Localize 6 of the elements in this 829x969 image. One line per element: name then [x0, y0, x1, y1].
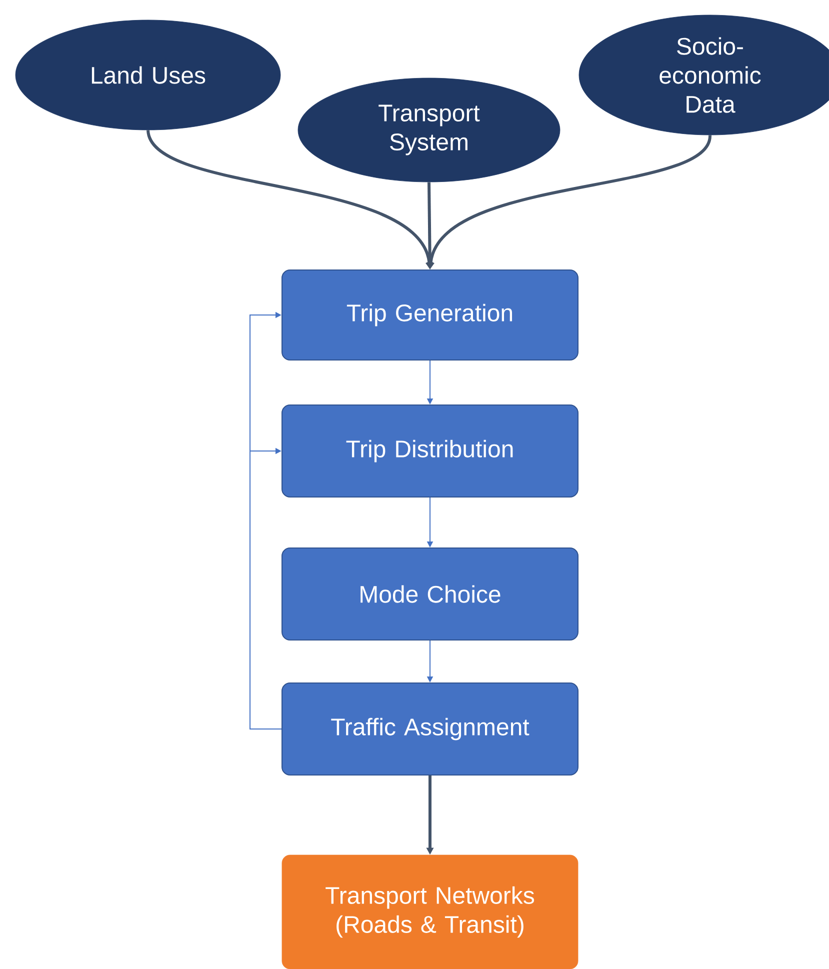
process-box: Trip Distribution [282, 404, 578, 498]
process-box: Mode Choice [282, 548, 578, 640]
output-box: Transport Networks (Roads & Transit) [282, 854, 578, 969]
process-box: Trip Generation [282, 270, 578, 360]
process-box: Traffic Assignment [282, 682, 578, 776]
arrow [250, 448, 282, 730]
